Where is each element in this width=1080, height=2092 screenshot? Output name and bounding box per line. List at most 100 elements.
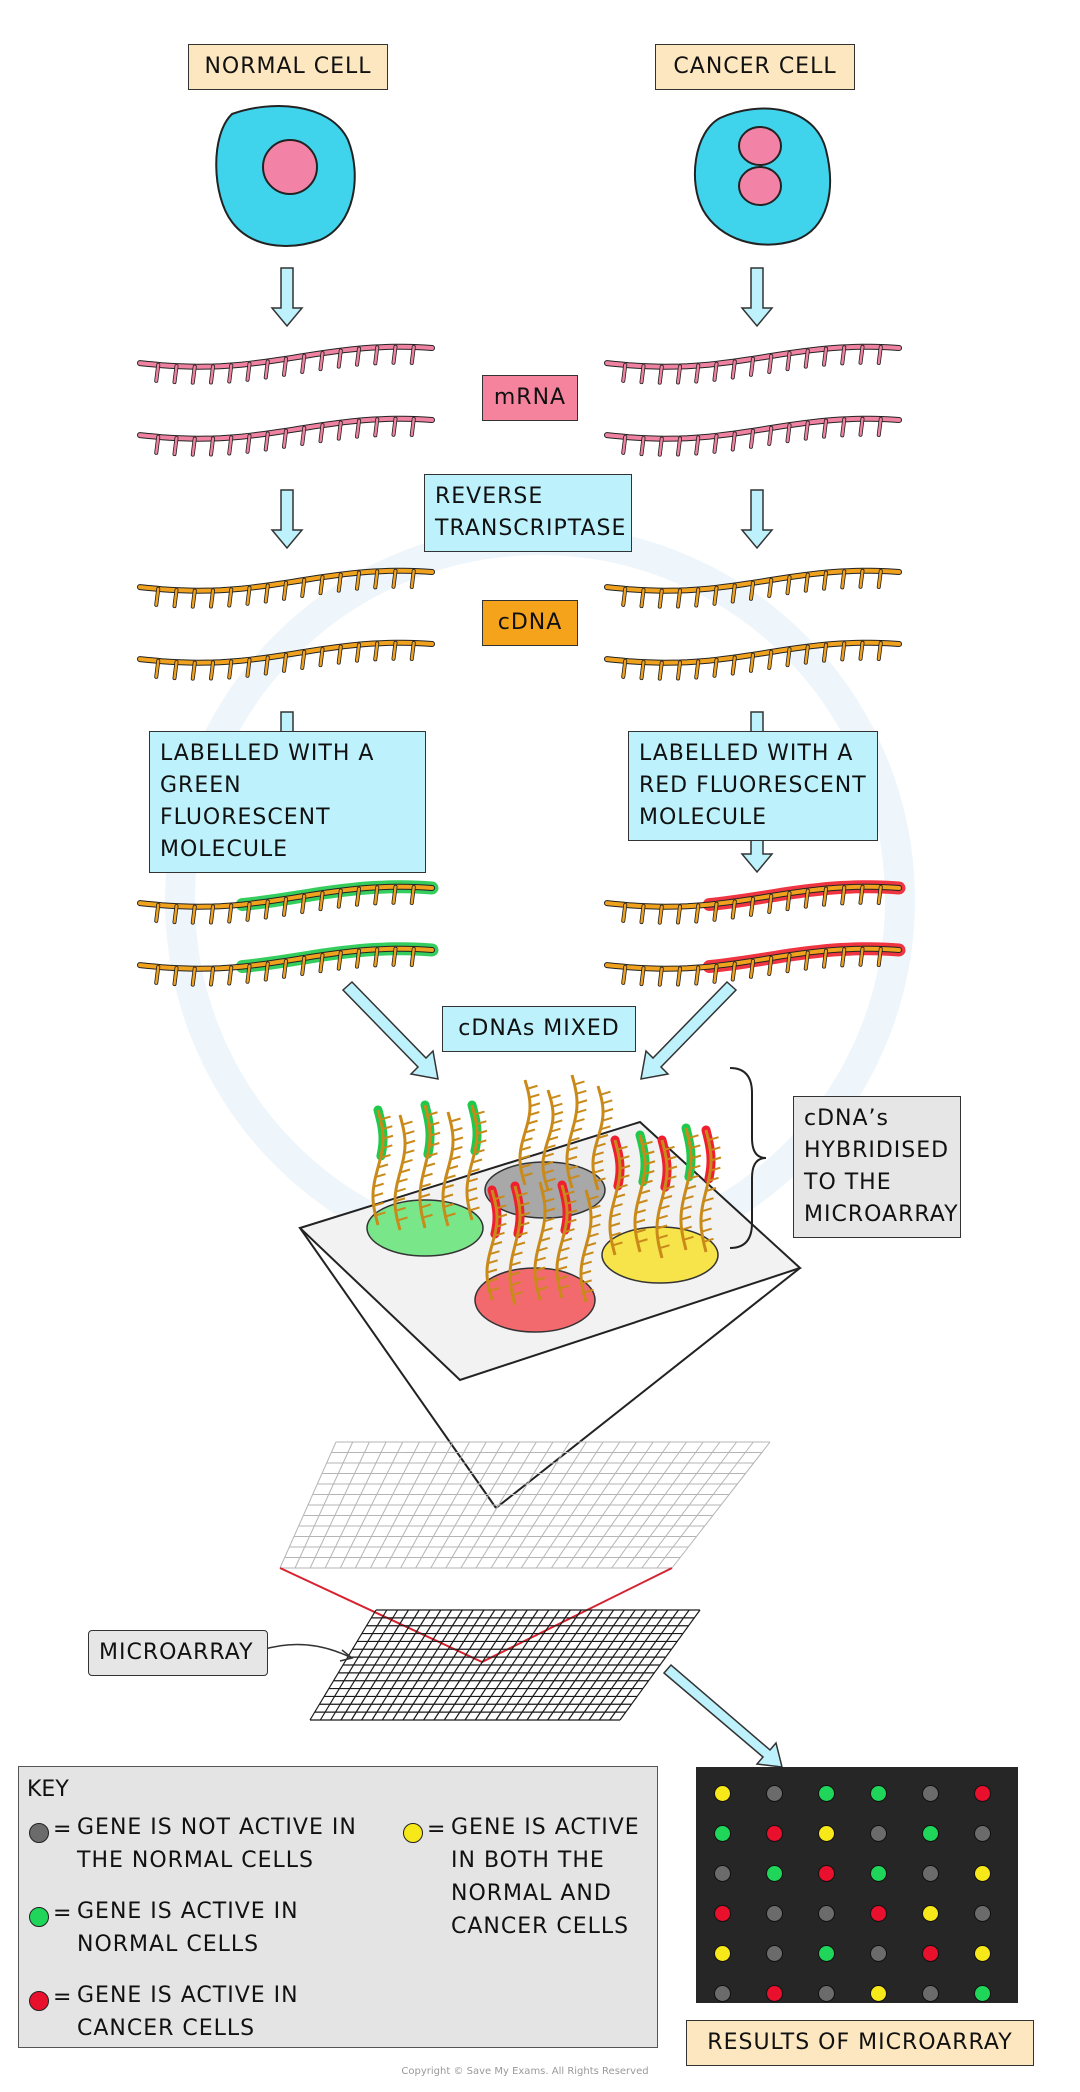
green-dot-icon bbox=[29, 1907, 49, 1927]
key-yellow-line3: NORMAL AND bbox=[451, 1881, 612, 1906]
hybrid-strand bbox=[441, 1111, 464, 1227]
hybridised-line3: TO THE bbox=[804, 1170, 892, 1195]
hybrid-strand bbox=[508, 1181, 531, 1306]
result-dot bbox=[714, 1825, 731, 1842]
hybridised-strands bbox=[371, 1074, 722, 1306]
result-dot bbox=[870, 1865, 887, 1882]
strand bbox=[604, 567, 902, 609]
hybrid-strand bbox=[608, 1135, 631, 1256]
hybrid-strand bbox=[518, 1079, 541, 1186]
result-dot bbox=[974, 1905, 991, 1922]
results-panel bbox=[696, 1767, 1018, 2003]
result-dot bbox=[818, 1865, 835, 1882]
key-grey-text: GENE IS NOT ACTIVE IN THE NORMAL CELLS bbox=[77, 1811, 357, 1877]
cancer-cell-label: CANCER CELL bbox=[655, 44, 855, 90]
result-dot bbox=[974, 1985, 991, 2002]
hybrid-strand bbox=[679, 1123, 702, 1251]
result-dot bbox=[870, 1905, 887, 1922]
hybrid-strand bbox=[418, 1100, 441, 1229]
cdnas-mixed-label: cDNAs MIXED bbox=[442, 1006, 636, 1052]
result-dot bbox=[714, 1945, 731, 1962]
key-equals: = bbox=[53, 1901, 72, 1926]
mrna-label: mRNA bbox=[482, 375, 578, 421]
hybrid-strand bbox=[465, 1100, 488, 1221]
hybrid-strand bbox=[565, 1074, 588, 1189]
copyright: Copyright © Save My Exams. All Rights Re… bbox=[401, 2066, 649, 2077]
result-dot bbox=[922, 1905, 939, 1922]
strand bbox=[137, 942, 439, 987]
key-yellow-text: GENE IS ACTIVE IN BOTH THE NORMAL AND CA… bbox=[451, 1811, 640, 1943]
result-dot bbox=[870, 1785, 887, 1802]
key-title: KEY bbox=[27, 1777, 69, 1802]
result-dot bbox=[870, 1945, 887, 1962]
results-label: RESULTS OF MICROARRAY bbox=[686, 2020, 1034, 2066]
microarray-tag: MICROARRAY bbox=[88, 1630, 268, 1676]
result-dot bbox=[766, 1905, 783, 1922]
green-label-box: LABELLED WITH A GREEN FLUORESCENT MOLECU… bbox=[149, 731, 426, 873]
result-dot bbox=[870, 1985, 887, 2002]
strand bbox=[137, 343, 435, 385]
mix-arrow-icon bbox=[341, 980, 783, 1768]
strand bbox=[604, 415, 902, 457]
result-dot bbox=[974, 1865, 991, 1882]
result-dot bbox=[714, 1985, 731, 2002]
strand bbox=[137, 639, 435, 681]
green-label-line2: GREEN FLUORESCENT bbox=[160, 773, 331, 830]
strand bbox=[604, 343, 902, 385]
hybridised-line2: HYBRIDISED bbox=[804, 1138, 950, 1163]
key-green-text: GENE IS ACTIVE IN NORMAL CELLS bbox=[77, 1895, 299, 1961]
key-grey-line2: THE NORMAL CELLS bbox=[77, 1848, 314, 1873]
key-yellow-line1: GENE IS ACTIVE bbox=[451, 1815, 640, 1840]
strand bbox=[604, 942, 906, 987]
result-dot bbox=[714, 1905, 731, 1922]
hybridised-line4: MICROARRAY bbox=[804, 1202, 959, 1227]
reverse-transcriptase-line2: TRANSCRIPTASE bbox=[435, 516, 627, 541]
hybrid-strand bbox=[699, 1125, 722, 1253]
result-dot bbox=[922, 1865, 939, 1882]
result-dot bbox=[818, 1825, 835, 1842]
strand bbox=[604, 880, 906, 925]
result-dot bbox=[766, 1825, 783, 1842]
yellow-dot-icon bbox=[403, 1823, 423, 1843]
down-arrow-icon bbox=[270, 267, 774, 874]
result-dot bbox=[714, 1865, 731, 1882]
hybrid-strand bbox=[555, 1180, 578, 1299]
key-equals: = bbox=[427, 1817, 446, 1842]
result-dot bbox=[974, 1945, 991, 1962]
key-panel: KEY = GENE IS NOT ACTIVE IN THE NORMAL C… bbox=[18, 1766, 658, 2048]
hybridised-label: cDNA’s HYBRIDISED TO THE MICROARRAY bbox=[793, 1096, 961, 1238]
result-dot bbox=[818, 1905, 835, 1922]
red-label-box: LABELLED WITH A RED FLUORESCENT MOLECULE bbox=[628, 731, 878, 841]
hybrid-strand bbox=[655, 1135, 678, 1259]
red-label-line2: RED FLUORESCENT bbox=[639, 773, 867, 798]
result-dot bbox=[922, 1985, 939, 2002]
key-red-text: GENE IS ACTIVE IN CANCER CELLS bbox=[77, 1979, 299, 2045]
result-dot bbox=[974, 1785, 991, 1802]
red-dot-icon bbox=[29, 1991, 49, 2011]
strand bbox=[604, 639, 902, 681]
hybrid-strand bbox=[371, 1105, 394, 1226]
result-dot bbox=[922, 1945, 939, 1962]
red-label-line3: MOLECULE bbox=[639, 805, 768, 830]
tag-pointer-head bbox=[339, 1649, 354, 1662]
bracket bbox=[729, 1067, 767, 1249]
hybrid-strand bbox=[533, 1181, 556, 1301]
result-dot bbox=[766, 1785, 783, 1802]
cdna-label: cDNA bbox=[482, 600, 578, 646]
key-red-line2: CANCER CELLS bbox=[77, 2016, 256, 2041]
strand bbox=[137, 415, 435, 457]
key-yellow-line2: IN BOTH THE bbox=[451, 1848, 605, 1873]
hybrid-strand bbox=[591, 1085, 614, 1191]
result-dot bbox=[766, 1945, 783, 1962]
red-label-line1: LABELLED WITH A bbox=[639, 741, 854, 766]
reverse-transcriptase-line1: REVERSE bbox=[435, 484, 544, 509]
zoom-lines bbox=[279, 1567, 673, 1664]
key-equals: = bbox=[53, 1817, 72, 1842]
green-label-line1: LABELLED WITH A bbox=[160, 741, 375, 766]
hybrid-strand bbox=[579, 1189, 602, 1303]
strand bbox=[137, 880, 439, 925]
result-dot bbox=[766, 1985, 783, 2002]
hybrid-strand bbox=[633, 1130, 656, 1253]
strands-group bbox=[137, 343, 906, 987]
